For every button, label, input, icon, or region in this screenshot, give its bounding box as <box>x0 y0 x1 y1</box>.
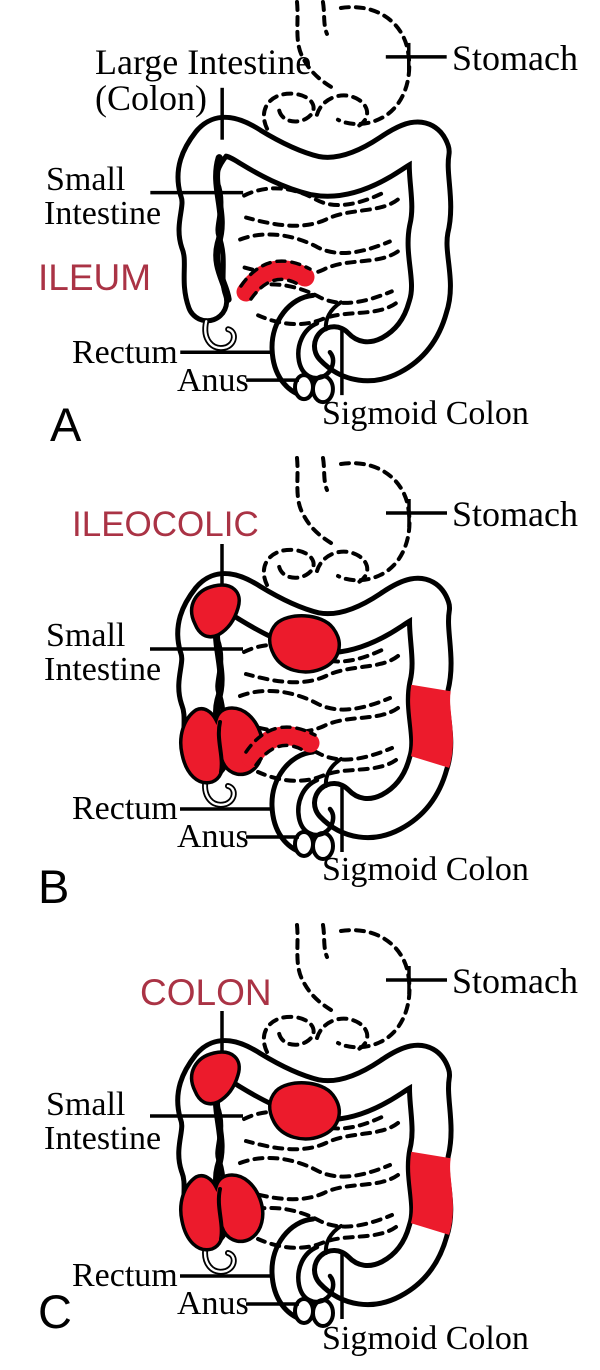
panel-b: ILEOCOLIC Stomach Small Intestine Rectum… <box>0 456 600 913</box>
panel-b-letter: B <box>38 860 69 913</box>
label-small-intestine-line2: Intestine <box>44 195 161 232</box>
highlight-hepatic-flexure <box>189 583 241 639</box>
label-rectum: Rectum <box>72 790 178 827</box>
panel-c-title: COLON <box>140 972 272 1013</box>
label-small-intestine-line2: Intestine <box>44 1120 161 1157</box>
label-stomach: Stomach <box>452 38 578 78</box>
label-small-intestine-line1: Small <box>46 617 125 654</box>
highlight-descending-colon <box>430 688 433 762</box>
label-rectum: Rectum <box>72 334 178 371</box>
label-rectum: Rectum <box>72 1257 178 1294</box>
label-anus: Anus <box>177 1285 249 1322</box>
label-stomach: Stomach <box>452 494 578 534</box>
highlight-transverse-colon <box>267 614 341 674</box>
label-large-intestine-line2: (Colon) <box>95 78 207 118</box>
panel-a-diagram: Large Intestine (Colon) Stomach Small In… <box>38 0 578 451</box>
panel-c-diagram: COLON Stomach Small Intestine Rectum Anu… <box>38 913 578 1357</box>
label-stomach: Stomach <box>452 961 578 1001</box>
label-sigmoid-colon: Sigmoid Colon <box>322 1320 529 1357</box>
panel-c-letter: C <box>38 1285 72 1338</box>
panel-b-title: ILEOCOLIC <box>72 505 259 544</box>
label-anus: Anus <box>177 818 249 855</box>
panel-b-diagram: ILEOCOLIC Stomach Small Intestine Rectum… <box>38 456 578 913</box>
highlight-terminal-ileum <box>241 261 310 299</box>
label-anus: Anus <box>177 362 249 399</box>
label-small-intestine-line2: Intestine <box>44 651 161 688</box>
highlight-hepatic-flexure <box>189 1050 241 1106</box>
panel-a-letter: A <box>50 398 82 451</box>
panel-a: Large Intestine (Colon) Stomach Small In… <box>0 0 600 456</box>
label-small-intestine-line1: Small <box>46 1086 125 1123</box>
label-sigmoid-colon: Sigmoid Colon <box>322 395 529 432</box>
highlight-cecum <box>178 1173 265 1252</box>
highlight-transverse-colon <box>267 1081 341 1141</box>
label-small-intestine-line1: Small <box>46 161 125 198</box>
panel-c: COLON Stomach Small Intestine Rectum Anu… <box>0 913 600 1370</box>
label-large-intestine-line1: Large Intestine <box>95 42 311 82</box>
panel-a-title: ILEUM <box>38 257 151 298</box>
highlight-descending-colon <box>430 1155 433 1229</box>
label-sigmoid-colon: Sigmoid Colon <box>322 851 529 888</box>
